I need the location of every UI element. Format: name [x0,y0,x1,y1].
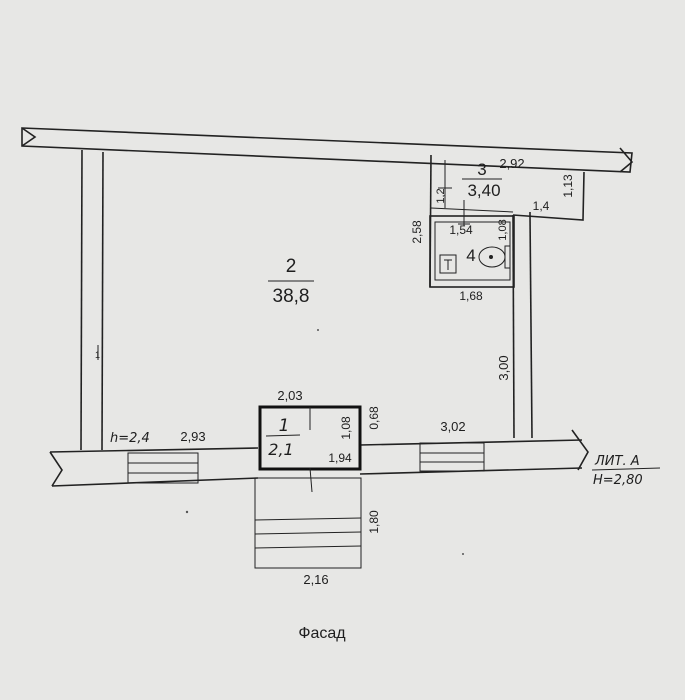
dim-room3-step: 1,4 [533,199,550,213]
room-2-area: 38,8 [273,286,310,307]
room-3-area: 3,40 [467,181,500,200]
dim-bath-width-top: 1,54 [449,223,473,237]
top-wall [21,127,634,173]
left-wall [80,149,104,451]
scan-specks [185,329,464,555]
dim-entry-side: 1,08 [339,416,353,440]
dim-bath-height: 2,58 [410,220,424,244]
dim-front-left: 2,93 [180,429,205,444]
dim-entry-gap: 0,68 [367,406,381,430]
room-2-label: 2 38,8 [268,256,314,307]
room-3-number: 3 [477,160,486,179]
dimension-labels: 2,92 1,13 1,2 1,4 2,58 1,54 1,08 1,68 3,… [180,156,575,587]
room-1-number: 1 [279,416,290,436]
dim-front-right: 3,02 [440,419,465,434]
room-4-number: 4 [466,246,475,265]
porch-steps [254,477,362,569]
dim-entry-bottom: 1,94 [328,451,352,465]
dim-right-wall: 3,00 [496,355,511,380]
room-3-label: 3 3,40 [462,160,502,200]
facade-wall-left [49,447,259,487]
annotations: h=2,4 1 ЛИТ. А Н=2,80 Фасад [95,350,661,642]
facade-wall-right [359,429,589,475]
room-1-label: 1 2,1 [265,416,301,459]
facade-label: Фасад [298,625,346,642]
room-2-number: 2 [286,256,297,277]
dim-bath-depth: 1,08 [497,219,509,240]
dim-bath-width-bottom: 1,68 [459,289,483,303]
lit-label: ЛИТ. А [594,454,640,469]
room-1-area: 2,1 [268,440,293,459]
entry-vestibule [258,405,362,493]
dim-porch-width: 2,16 [303,572,328,587]
dim-porch-depth: 1,80 [367,510,381,534]
dim-room3-depth: 1,13 [561,174,575,198]
dim-room3-width: 2,92 [499,156,524,171]
tick-mark-label: 1 [95,350,100,360]
dim-entry-top: 2,03 [277,388,302,403]
height-left-label: h=2,4 [110,431,150,446]
height-right-label: Н=2,80 [593,473,643,488]
right-wall [512,171,585,439]
dim-room3-inner: 1,2 [435,188,447,203]
bathroom [429,200,515,288]
room-4-label: 4 [466,246,475,265]
